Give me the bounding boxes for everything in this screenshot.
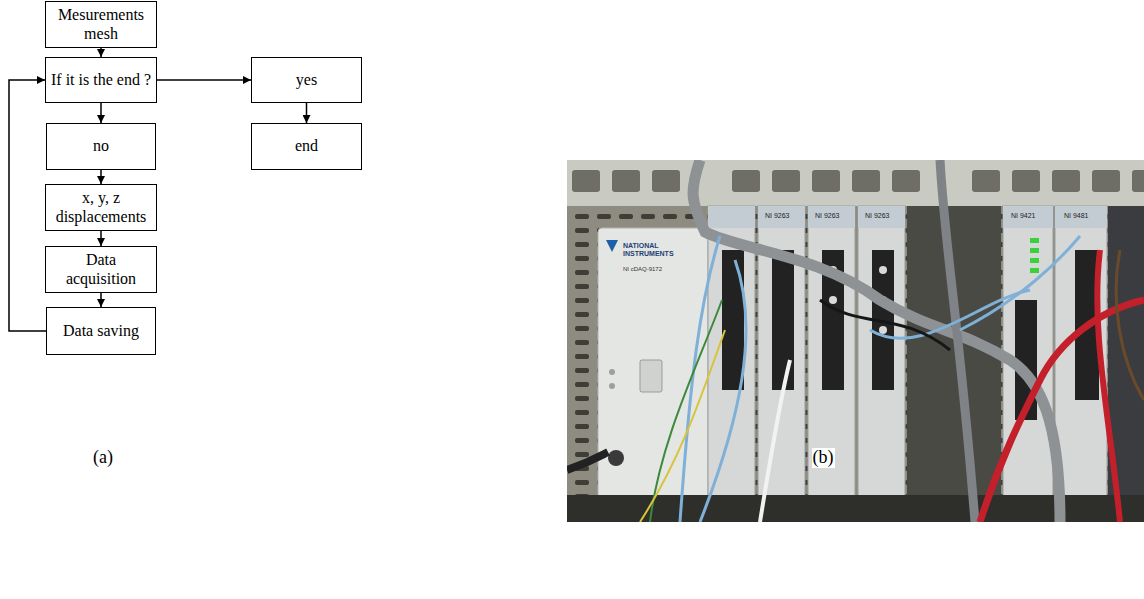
process-box: Data saving [46,307,156,355]
status-led [609,369,615,375]
process-box: yes [251,57,362,103]
panel-label: (b) [812,448,835,468]
device-marking: NI 9421 [1010,212,1037,220]
blue-wire [700,260,746,522]
box-text: Data acquisition [50,251,152,288]
rail-slot [1132,170,1144,192]
perforated-panel [567,160,1144,522]
module-header [1003,206,1053,228]
led [1030,268,1039,273]
top-rail [567,160,1144,206]
terminal-block [772,250,794,390]
device-marking: NI 9263 [764,212,791,220]
module-header [758,206,805,228]
blue-wire [680,236,720,522]
module-header [808,206,855,228]
device-marking: NI 9263 [814,212,841,220]
black-wire [820,300,950,350]
box-text: end [295,137,318,155]
power-jack [608,450,624,466]
empty-slot [907,206,1001,522]
terminal-screw [829,296,837,304]
power-cable [567,452,608,470]
box-text: yes [296,71,317,89]
rail-slot [572,170,600,192]
rail-slot [892,170,920,192]
module-header [858,206,905,228]
io-module [858,206,905,522]
box-text: Mesurements mesh [50,6,152,43]
module-header [708,206,755,228]
terminal-block [722,250,744,390]
grey-cable [693,160,1060,522]
photo-content [567,160,1144,522]
device-marking: NATIONAL INSTRUMENTS [622,242,686,257]
io-module [808,206,855,522]
yellow-wire [640,330,725,522]
rail-slot [812,170,840,192]
rail-slot [612,170,640,192]
process-box: If it is the end ? [45,57,157,103]
process-box: x, y, z displacements [45,184,157,231]
flow-arrow [100,231,102,246]
brown-wire [1116,250,1144,400]
grey-cable [940,160,975,522]
flow-arrow [157,79,251,81]
blue-wire [870,290,1030,338]
led [1030,248,1039,253]
rail-slot [652,170,680,192]
panel-label: (a) [92,448,114,468]
flow-arrow [100,170,102,184]
led [1030,258,1039,263]
box-text: no [93,137,109,155]
rail-slot [1052,170,1080,192]
rail-slot [772,170,800,192]
blue-wire [960,236,1080,330]
white-wire [760,360,790,522]
box-text: If it is the end ? [51,71,151,89]
module-header [1055,206,1107,228]
process-box: Mesurements mesh [45,1,157,48]
rail-slot [972,170,1000,192]
chassis [598,228,708,514]
device-marking: NI 9263 [864,212,891,220]
device-marking: NI 9481 [1063,212,1090,220]
terminal-screw [879,266,887,274]
flow-arrow [306,103,308,123]
rail-slot [1092,170,1120,192]
terminal-screw [879,326,887,334]
device-marking: NI cDAQ-9172 [622,266,663,273]
box-text: x, y, z displacements [50,189,152,226]
process-box: no [46,123,156,170]
flow-arrow [100,103,102,123]
flow-arrow [100,48,102,57]
process-box: end [251,123,362,170]
box-text: Data saving [63,322,139,340]
rail-slot [852,170,880,192]
flow-arrow [9,80,46,331]
ni-logo [606,240,618,252]
rail-slot [732,170,760,192]
flow-arrow [100,293,102,307]
rail-slot [1012,170,1040,192]
led [1030,238,1039,243]
status-led [609,383,615,389]
process-box: Data acquisition [45,246,157,293]
usb-port [640,360,662,392]
